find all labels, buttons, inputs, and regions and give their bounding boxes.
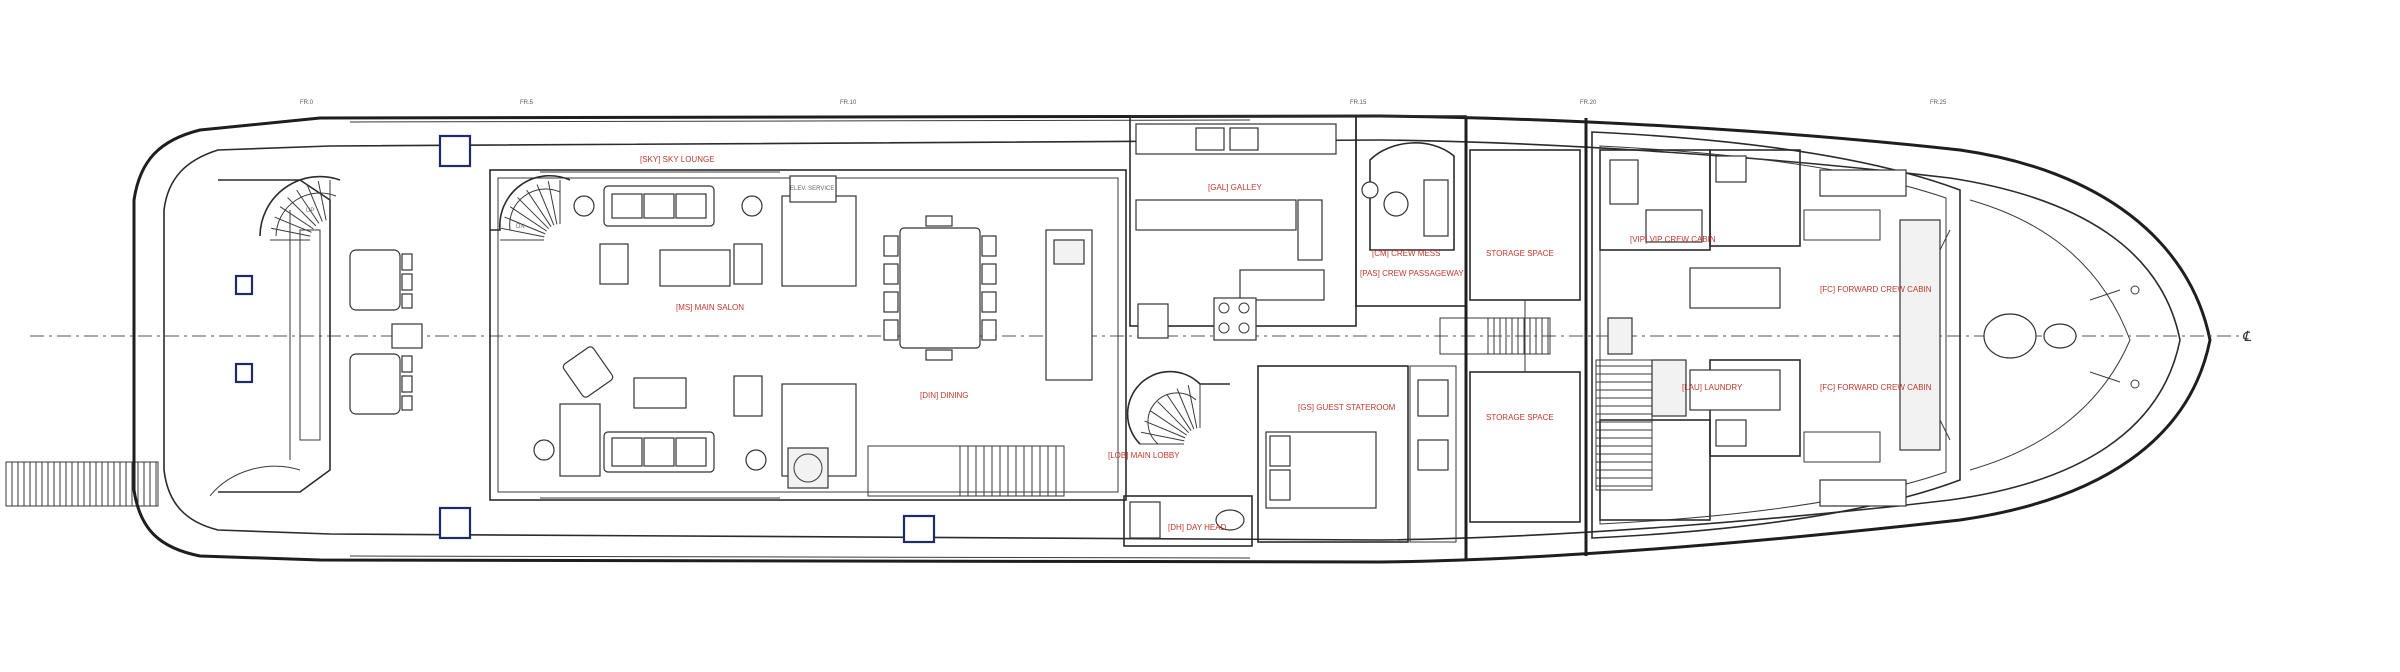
drawing-line	[287, 197, 317, 227]
forward-crew-quarters	[1591, 131, 1961, 539]
room-label-dining: [DIN] DINING	[920, 391, 968, 400]
drawing-line	[296, 189, 320, 224]
drawing-line	[1157, 401, 1190, 434]
dining-chair	[883, 319, 899, 341]
bow-deck	[1969, 199, 2140, 471]
frame-label: FR.25	[1930, 100, 1947, 106]
crew-mess	[1355, 115, 1467, 307]
guest-stateroom	[1123, 365, 1457, 547]
drawing-line	[274, 216, 312, 233]
aft-spiral-stair	[259, 175, 341, 241]
drawing-line	[501, 227, 545, 238]
dining-chair	[883, 235, 899, 257]
drawing-line	[1187, 385, 1198, 429]
dining-chair	[981, 235, 997, 257]
deck-hatch	[438, 506, 472, 540]
frame-label: FR.15	[1350, 100, 1367, 106]
room-labels: [SKY] SKY LOUNGE [MS] MAIN SALON [DIN] D…	[640, 155, 1932, 532]
room-label-vip-crew: [VIP] VIP CREW CABIN	[1630, 235, 1716, 244]
chain-locker	[1899, 219, 1941, 451]
main-salon-area	[489, 169, 1127, 501]
windlass	[1983, 313, 2037, 359]
drawing-line	[1144, 420, 1186, 439]
stair-label: DN	[516, 224, 525, 230]
day-head-toilet	[1129, 501, 1161, 539]
room-label-day-head: [DH] DAY HEAD	[1168, 523, 1227, 532]
stair-label: UP	[306, 208, 314, 214]
drawing-line	[536, 184, 555, 226]
room-label-crew-passageway: [PAS] CREW PASSAGEWAY	[1360, 269, 1464, 278]
centerline: ℄	[30, 328, 2252, 344]
bulkheads	[1464, 118, 1588, 560]
deck-hatch	[234, 274, 254, 296]
room-label-main-salon: [MS] MAIN SALON	[676, 303, 744, 312]
main-staircase	[867, 370, 1230, 497]
galley	[1045, 115, 1357, 381]
drawing-line	[509, 206, 547, 232]
drawing-line	[306, 184, 323, 222]
deck-hatch	[234, 362, 254, 384]
room-label-galley: [GAL] GALLEY	[1208, 183, 1262, 192]
room-label-main-lobby: [LOB] MAIN LOBBY	[1108, 451, 1180, 460]
dining-chair	[925, 349, 953, 361]
drawing-line	[1141, 431, 1185, 442]
cooktop	[1213, 297, 1257, 341]
frame-label: FR.5	[520, 100, 534, 106]
dining-chair	[883, 263, 899, 285]
aft-deck	[209, 134, 936, 544]
drawing-line	[1166, 393, 1192, 431]
crew-passageway	[1439, 317, 1633, 355]
drawing-line	[317, 181, 327, 221]
frame-label: FR.20	[1580, 100, 1597, 106]
drawing-line	[1176, 388, 1195, 430]
aft-deck-table	[349, 249, 423, 415]
storage-spaces	[1469, 149, 1581, 523]
drawing-line	[526, 189, 552, 227]
galley-island	[1135, 199, 1297, 231]
frame-label: FR.0	[300, 100, 314, 106]
dining-chair	[883, 291, 899, 313]
frame-markers: FR.0 FR.5 FR.10 FR.15 FR.20 FR.25	[300, 100, 1947, 106]
dining-chair	[981, 319, 997, 341]
dining-chair	[981, 263, 997, 285]
room-label-storage: STORAGE SPACE	[1486, 413, 1554, 422]
armchair	[733, 243, 763, 285]
room-label-crew-mess: [CM] CREW MESS	[1372, 249, 1440, 258]
room-label-sky-lounge: [SKY] SKY LOUNGE	[640, 155, 715, 164]
grille	[787, 447, 829, 489]
bar-cabinet	[781, 195, 857, 287]
drawing-line	[504, 216, 546, 235]
coffee-table	[633, 377, 687, 409]
armchair	[733, 375, 763, 417]
room-label-laundry: [LAU] LAUNDRY	[1682, 383, 1743, 392]
boarding-ladder	[5, 461, 159, 507]
drawing-line	[279, 206, 314, 230]
deck-hatch	[902, 514, 936, 544]
drawing-line	[1149, 410, 1187, 436]
centerline-symbol: ℄	[2242, 328, 2252, 344]
hull-outline	[132, 114, 2212, 564]
drawing-line	[517, 197, 550, 230]
drawing-line	[271, 227, 311, 237]
coffee-table	[659, 249, 731, 287]
armchair	[599, 243, 629, 285]
drawing-line	[547, 181, 558, 225]
room-label-fwd-crew: [FC] FORWARD CREW CABIN	[1820, 383, 1932, 392]
desk	[559, 403, 601, 477]
dining-table	[899, 227, 981, 349]
dining-chair	[981, 291, 997, 313]
dining-chair	[925, 215, 953, 227]
room-label-fwd-crew: [FC] FORWARD CREW CABIN	[1820, 285, 1932, 294]
room-label-elevator: ELEV. SERVICE	[790, 186, 834, 192]
room-label-guest-stateroom: [GS] GUEST STATEROOM	[1298, 403, 1396, 412]
armchair	[562, 346, 614, 398]
deck-hatch	[438, 134, 472, 168]
room-label-storage: STORAGE SPACE	[1486, 249, 1554, 258]
frame-label: FR.10	[840, 100, 857, 106]
stair-direction-labels: UP DN	[306, 208, 525, 230]
